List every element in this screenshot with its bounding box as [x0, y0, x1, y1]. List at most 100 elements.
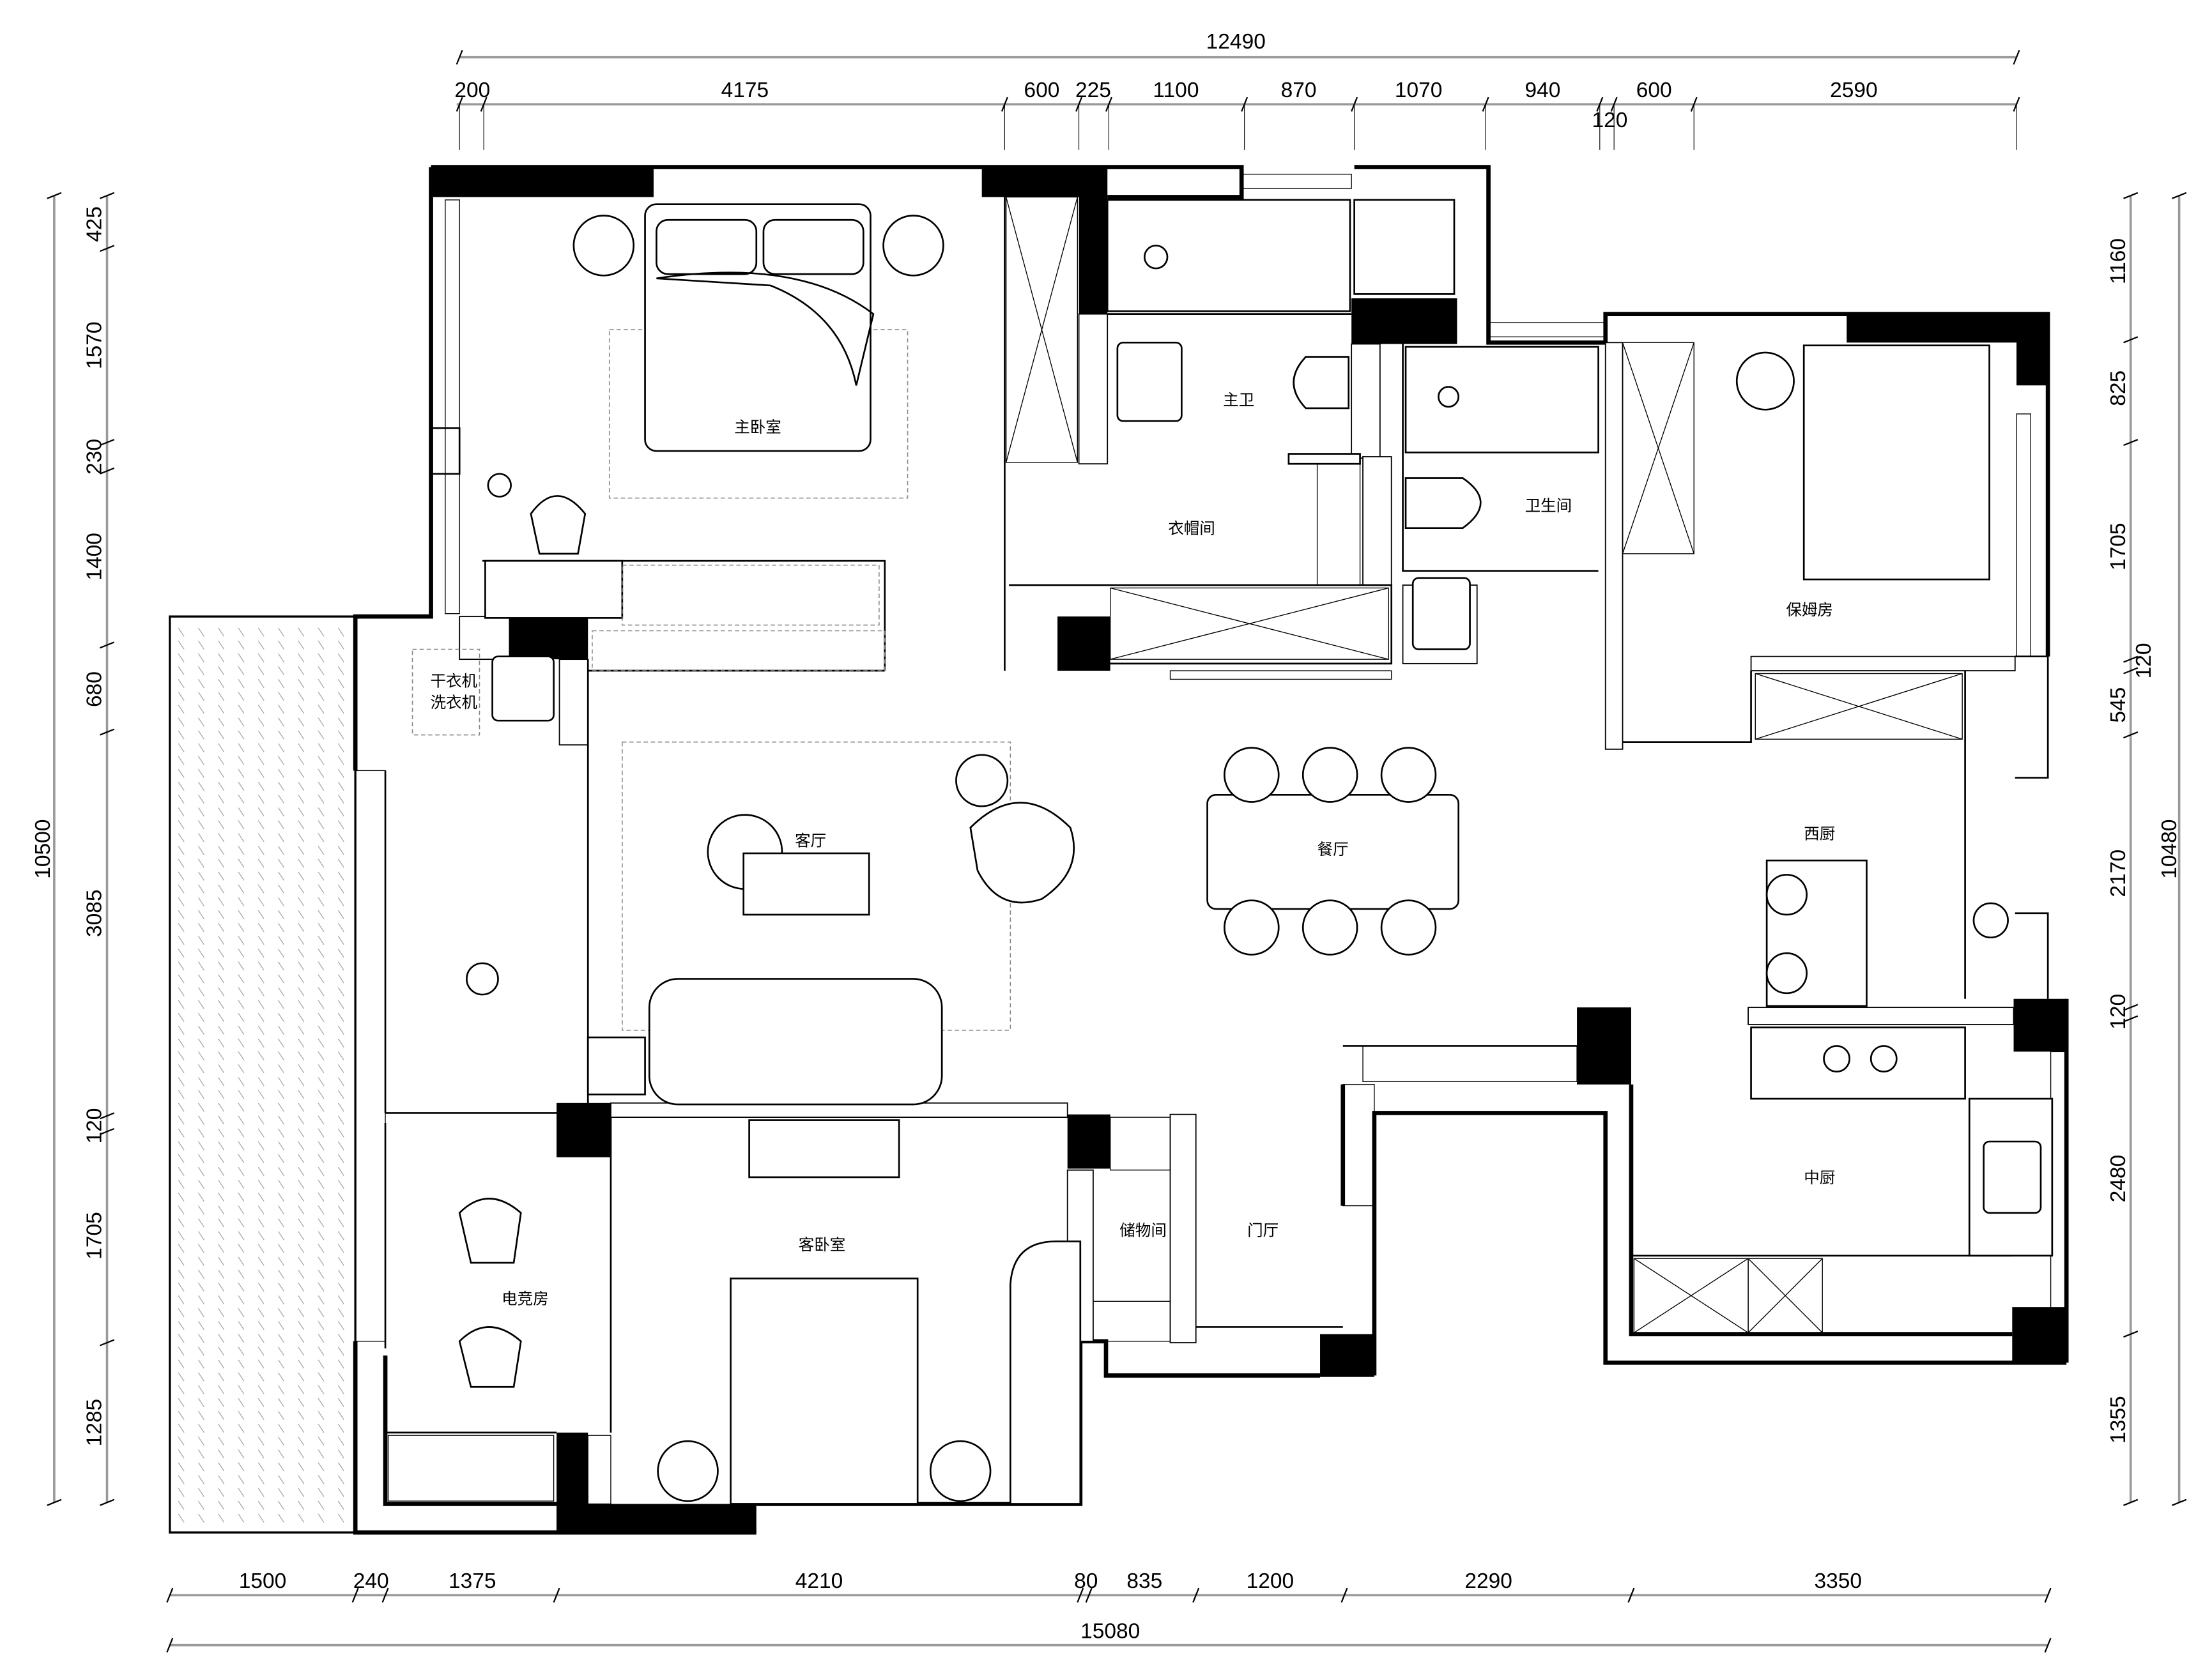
room-label-guest-bedroom: 客卧室 [799, 1235, 846, 1254]
hatch-line [197, 1205, 204, 1215]
hatch-line [218, 1398, 225, 1407]
hatch-line [197, 1475, 204, 1484]
hatch-line [218, 1256, 225, 1266]
brick-wall [1351, 343, 1381, 459]
hatch-line [178, 1038, 185, 1048]
washer-dryer [411, 648, 480, 736]
gaming-chair [458, 1326, 522, 1388]
hatch-line [257, 987, 265, 996]
hatch-line [238, 974, 245, 984]
hatch-line [298, 756, 305, 765]
cabinet-cross [1747, 1258, 1823, 1333]
hatch-line [218, 910, 225, 920]
hatch-line [238, 756, 245, 765]
dim-tick [2123, 192, 2139, 199]
hatch-line [178, 1193, 185, 1202]
hatch-line [218, 1180, 225, 1189]
hatch-line [298, 1500, 305, 1510]
hatch-line [277, 820, 285, 830]
top-dim: 200 [454, 79, 490, 102]
hatch-line [337, 1398, 344, 1407]
hatch-line [337, 730, 344, 740]
hatch-line [298, 949, 305, 958]
dim-tick [2123, 1015, 2139, 1023]
nightstand [572, 215, 635, 277]
left-dim: 3085 [83, 889, 107, 937]
hatch-line [197, 679, 204, 689]
hatch-line [337, 743, 344, 752]
hatch-line [218, 1012, 225, 1022]
dim-tick [2013, 50, 2020, 65]
hatch-line [337, 949, 344, 958]
hatch-line [257, 1244, 265, 1253]
room-label-storage: 储物间 [1119, 1221, 1167, 1240]
hatch-line [178, 936, 185, 945]
hatch-line [277, 1423, 285, 1433]
brick-wall [1750, 655, 2016, 671]
dim-tick [99, 1112, 115, 1120]
hatch-line [298, 1347, 305, 1356]
hatch-line [298, 768, 305, 778]
hatch-line [277, 1154, 285, 1163]
hatch-line [318, 1218, 325, 1228]
hatch-line [257, 1462, 265, 1472]
sink-drain [1438, 386, 1460, 408]
hatch-line [257, 1103, 265, 1112]
hatch-line [298, 1462, 305, 1472]
hatch-line [197, 974, 204, 984]
hatch-line [277, 692, 285, 701]
hatch-line [197, 1282, 204, 1292]
hatch-line [318, 730, 325, 740]
hatch-line [218, 1513, 225, 1523]
dim-tick [99, 1127, 115, 1135]
hatch-line [178, 1128, 185, 1138]
hatch-line [238, 1437, 245, 1446]
hatch-line [318, 1090, 325, 1099]
hatch-line [218, 1462, 225, 1472]
hatch-line [178, 1051, 185, 1061]
hatch-line [337, 1437, 344, 1446]
hatch-line [257, 949, 265, 958]
hatch-line [238, 1475, 245, 1484]
hatch-line [257, 1025, 265, 1035]
hatch-line [257, 705, 265, 714]
hatch-line [197, 1410, 204, 1421]
hatch-line [257, 1282, 265, 1292]
hatch-line [298, 974, 305, 984]
hatch-line [337, 846, 344, 855]
hatch-line [318, 1025, 325, 1035]
dim-tick [1627, 1587, 1635, 1603]
wall-column [557, 1103, 611, 1157]
side-table [955, 754, 1009, 807]
hatch-line [277, 1115, 285, 1125]
window [1487, 322, 1606, 338]
bottom-dim: 1200 [1247, 1569, 1294, 1593]
hatch-line [298, 1398, 305, 1407]
pillow [762, 218, 864, 275]
hatch-line [298, 1025, 305, 1035]
hatch-line [238, 1513, 245, 1523]
burner [1823, 1045, 1851, 1072]
hatch-line [178, 1115, 185, 1125]
laundry-sink [491, 655, 555, 722]
hatch-line [298, 910, 305, 920]
bottom-dimensions: 1500 240 1375 4210 80 835 1200 2290 3350… [166, 1569, 2052, 1653]
hatch-line [197, 1218, 204, 1228]
hatch-line [218, 949, 225, 958]
hatch-line [178, 705, 185, 714]
dim-tick [2123, 1499, 2139, 1506]
hatch-line [277, 1025, 285, 1035]
hatch-line [318, 936, 325, 945]
hatch-line [218, 807, 225, 817]
hatch-line [298, 717, 305, 727]
dim-tick [381, 1587, 389, 1603]
hatch-line [277, 949, 285, 958]
hatch-line [277, 1064, 285, 1074]
left-dim: 230 [83, 439, 107, 475]
hatch-line [218, 1410, 225, 1421]
room-label-chinese-kitchen: 中厨 [1804, 1168, 1835, 1187]
hatch-line [277, 1038, 285, 1048]
cabinet [587, 1435, 611, 1505]
hatch-line [218, 1103, 225, 1112]
dim-tick [2123, 1003, 2139, 1011]
